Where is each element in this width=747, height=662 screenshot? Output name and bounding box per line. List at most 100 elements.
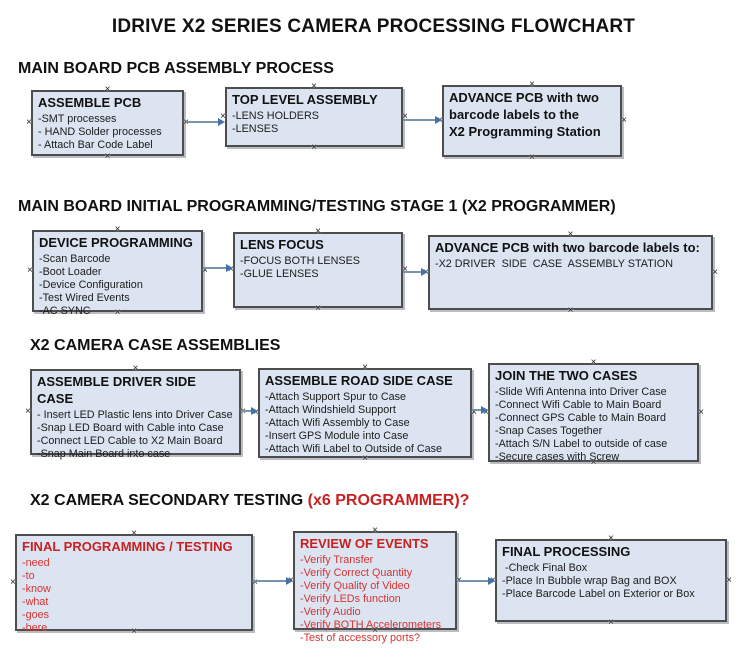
section-header: X2 CAMERA SECONDARY TESTING (x6 PROGRAMM… bbox=[30, 492, 469, 510]
flow-box-item: -to bbox=[22, 569, 35, 582]
arrow-line bbox=[472, 409, 483, 411]
flow-box-item: -FOCUS BOTH LENSES bbox=[240, 254, 360, 267]
flow-box-item: -what bbox=[22, 595, 49, 608]
arrow-line bbox=[253, 580, 288, 582]
flow-box-item: -Insert GPS Module into Case bbox=[265, 429, 409, 442]
flow-box-title: JOIN THE TWO CASES bbox=[495, 368, 638, 383]
connector-handle-icon: × bbox=[104, 151, 111, 162]
connector-handle-icon: × bbox=[608, 533, 614, 544]
arrow-head-icon bbox=[251, 407, 258, 415]
flow-box-item: -goes bbox=[22, 608, 50, 621]
connector-handle-icon: × bbox=[26, 117, 32, 128]
flow-box[interactable]: TOP LEVEL ASSEMBLY-LENS HOLDERS-LENSES××… bbox=[220, 82, 408, 153]
connector-handle-icon: × bbox=[362, 362, 368, 373]
flow-box-item: -Snap Cases Together bbox=[495, 424, 603, 437]
connector-handle-icon: × bbox=[726, 574, 732, 586]
flow-arrow bbox=[457, 576, 495, 586]
connector-handle-icon: × bbox=[567, 229, 574, 240]
connector-handle-icon: × bbox=[104, 84, 111, 95]
flow-box-title: DEVICE PROGRAMMING bbox=[39, 235, 193, 250]
connector-handle-icon: × bbox=[25, 406, 31, 417]
section-header-text: X2 CAMERA SECONDARY TESTING bbox=[30, 492, 304, 509]
flow-box[interactable]: ASSEMBLE DRIVER SIDE CASE - Insert LED Pl… bbox=[25, 364, 246, 461]
flow-arrow bbox=[472, 405, 488, 415]
page-title: IDRIVE X2 SERIES CAMERA PROCESSING FLOWC… bbox=[111, 16, 636, 37]
arrow-line bbox=[457, 580, 490, 582]
flow-box-item: -need bbox=[22, 556, 50, 569]
flow-box-title: FINAL PROGRAMMING / TESTING bbox=[22, 539, 233, 554]
flow-box-item: -Attach Wifi Label to Outside of Case bbox=[265, 442, 443, 455]
connector-handle-icon: × bbox=[131, 528, 137, 539]
flow-arrow bbox=[186, 117, 225, 127]
flow-box[interactable]: REVIEW OF EVENTS-Verify Transfer-Verify … bbox=[288, 526, 462, 644]
flow-box[interactable]: JOIN THE TWO CASES -Slide Wifi Antenna in… bbox=[483, 358, 704, 468]
flow-box-item: -Verify BOTH Accelerometers bbox=[300, 618, 441, 631]
arrow-line bbox=[241, 410, 253, 412]
flow-box-item: -Connect LED Cable to X2 Main Board bbox=[37, 434, 223, 447]
arrow-line bbox=[403, 271, 423, 273]
flow-box-item: -here bbox=[22, 621, 48, 634]
flow-arrow bbox=[253, 576, 293, 586]
flow-box[interactable]: FINAL PROCESSING -Check Final Box-Place … bbox=[490, 534, 732, 628]
flow-arrow bbox=[241, 406, 258, 416]
flow-box-item: -X2 DRIVER SIDE CASE ASSEMBLY STATION bbox=[435, 257, 673, 270]
flow-arrow bbox=[403, 115, 442, 125]
arrow-line bbox=[186, 121, 220, 123]
flow-box-item: -Place Barcode Label on Exterior or Box bbox=[502, 587, 695, 600]
flow-box-item: -Secure cases with Screw bbox=[495, 450, 620, 463]
flow-box[interactable]: ADVANCE PCB with two barcode labels to t… bbox=[437, 80, 627, 163]
arrow-head-icon bbox=[488, 577, 495, 585]
connector-handle-icon: × bbox=[698, 406, 704, 418]
flow-box-item: -Device Configuration bbox=[39, 278, 143, 291]
flow-box-title: REVIEW OF EVENTS bbox=[300, 536, 429, 551]
arrow-head-icon bbox=[421, 268, 428, 276]
flow-box-item: - Insert LED Plastic lens into Driver Ca… bbox=[37, 408, 233, 421]
flow-box-title: LENS FOCUS bbox=[240, 237, 324, 252]
flow-box-item: -Verify Quality of Video bbox=[300, 579, 410, 592]
connector-handle-icon: × bbox=[567, 305, 574, 316]
flow-box[interactable]: ADVANCE PCB with two barcode labels to: -… bbox=[423, 230, 718, 316]
arrow-head-icon bbox=[435, 116, 442, 124]
arrow-head-icon bbox=[481, 406, 488, 414]
flow-box[interactable]: FINAL PROGRAMMING / TESTING -need-to-know… bbox=[10, 529, 258, 637]
flow-box-title: ASSEMBLE PCB bbox=[38, 95, 142, 110]
flow-box-item: -know bbox=[22, 582, 51, 595]
section-header-text: MAIN BOARD PCB ASSEMBLY PROCESS bbox=[18, 60, 334, 77]
flow-box-item: -AC SYNC bbox=[39, 304, 91, 317]
flow-box-item: -Slide Wifi Antenna into Driver Case bbox=[495, 385, 667, 398]
flow-arrow bbox=[403, 267, 428, 277]
connector-handle-icon: × bbox=[315, 303, 321, 314]
connector-handle-icon: × bbox=[114, 224, 121, 235]
connector-handle-icon: × bbox=[621, 115, 627, 126]
flow-box[interactable]: ASSEMBLE ROAD SIDE CASE -Attach Support S… bbox=[253, 363, 477, 464]
flow-box-item: - HAND Solder processes bbox=[38, 125, 162, 138]
flow-arrow bbox=[203, 263, 233, 273]
flow-box-item: -Attach Support Spur to Case bbox=[265, 390, 407, 403]
flow-box-item: -Check Final Box bbox=[502, 561, 588, 574]
connector-handle-icon: × bbox=[712, 266, 718, 278]
section-header-text: X2 CAMERA CASE ASSEMBLIES bbox=[30, 337, 281, 354]
flow-box-item: -Verify LEDs function bbox=[300, 592, 401, 605]
section-header: MAIN BOARD PCB ASSEMBLY PROCESS bbox=[18, 60, 334, 78]
flow-box[interactable]: ASSEMBLE PCB-SMT processes- HAND Solder … bbox=[26, 85, 189, 162]
section-header: MAIN BOARD INITIAL PROGRAMMING/TESTING S… bbox=[18, 198, 616, 216]
flow-box-item: -Connect Wifi Cable to Main Board bbox=[495, 398, 662, 411]
flow-box-title: ASSEMBLE DRIVER SIDE CASE bbox=[37, 374, 196, 406]
flow-box-item: -Place In Bubble wrap Bag and BOX bbox=[502, 574, 677, 587]
flow-box-title: FINAL PROCESSING bbox=[502, 544, 631, 559]
connector-handle-icon: × bbox=[315, 226, 321, 237]
section-header-text: MAIN BOARD INITIAL PROGRAMMING/TESTING S… bbox=[18, 198, 616, 215]
flow-box[interactable]: DEVICE PROGRAMMING-Scan Barcode-Boot Loa… bbox=[27, 225, 208, 318]
flow-box-item: -Verify Audio bbox=[300, 605, 361, 618]
flow-box-item: -Scan Barcode bbox=[39, 252, 111, 265]
flow-box-title: ASSEMBLE ROAD SIDE CASE bbox=[265, 373, 453, 388]
flow-box-item: -Snap LED Board with Cable into Case bbox=[37, 421, 224, 434]
flow-box-title: ADVANCE PCB with two barcode labels to t… bbox=[449, 90, 601, 139]
arrow-head-icon bbox=[286, 577, 293, 585]
flow-box-title: ADVANCE PCB with two barcode labels to: bbox=[435, 240, 700, 255]
flow-box-item: -LENS HOLDERS bbox=[232, 109, 319, 122]
flow-box[interactable]: LENS FOCUS-FOCUS BOTH LENSES-GLUE LENSES… bbox=[228, 227, 408, 314]
connector-handle-icon: × bbox=[311, 81, 317, 92]
flow-box-item: -Test of accessory ports? bbox=[300, 631, 421, 644]
flow-box-item: -Attach Windshield Support bbox=[265, 403, 396, 416]
